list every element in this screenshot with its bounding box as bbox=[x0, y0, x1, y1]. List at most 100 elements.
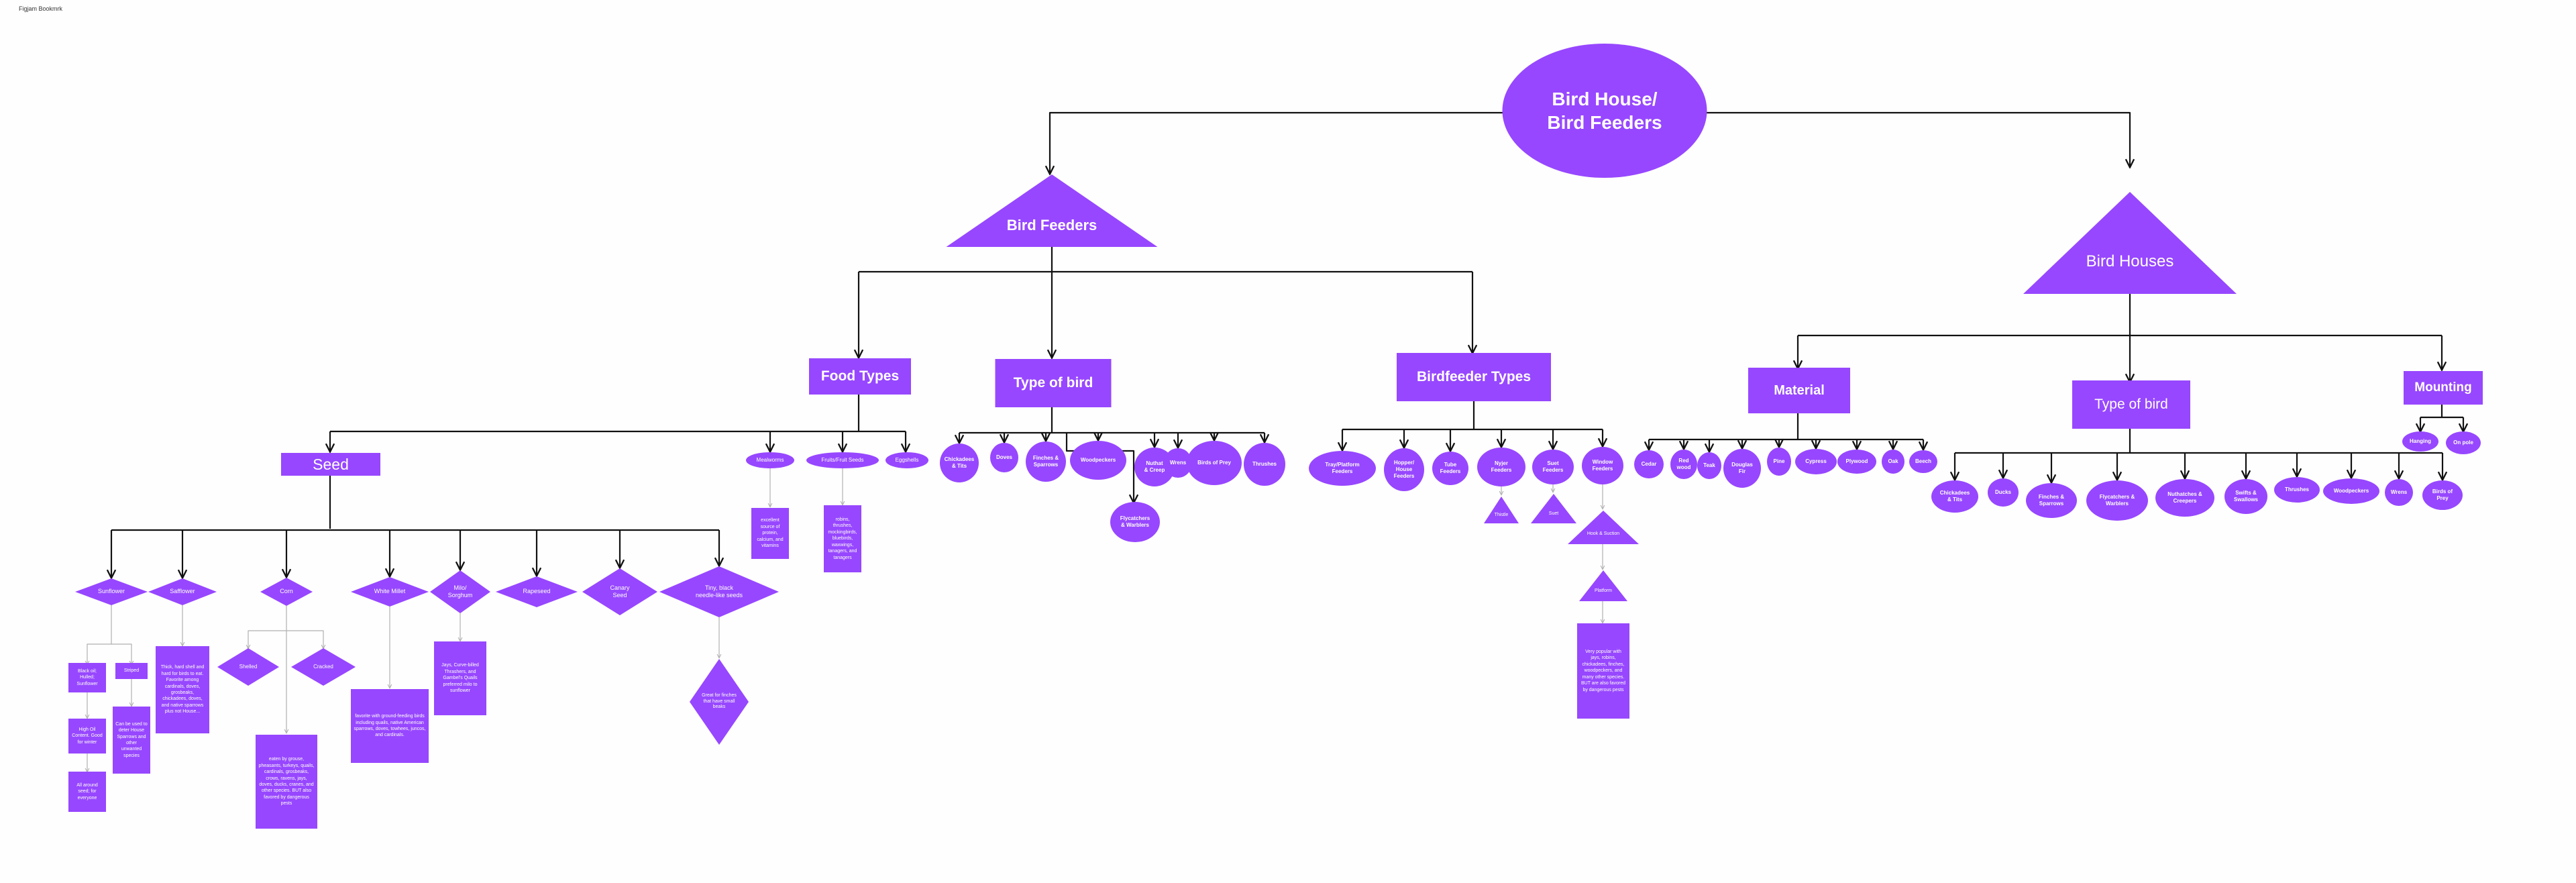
on-pole-ellipse[interactable] bbox=[2446, 431, 2481, 454]
woodpeckers-house-bird-ellipse-label: Woodpeckers bbox=[2333, 488, 2369, 494]
nuthatches-creepers-house-bird-ellipse[interactable] bbox=[2155, 479, 2214, 517]
on-pole-ellipse-label: On pole bbox=[2453, 439, 2473, 446]
cracked-diamond[interactable] bbox=[291, 648, 356, 686]
all-around-box[interactable] bbox=[68, 772, 106, 812]
red-wood-material-ellipse[interactable] bbox=[1670, 450, 1697, 479]
tube-feeders-ellipse[interactable] bbox=[1432, 452, 1468, 485]
bird-feeders-triangle[interactable] bbox=[946, 174, 1158, 247]
milo-desc[interactable] bbox=[434, 641, 486, 715]
doves-feeder-bird-ellipse[interactable] bbox=[990, 443, 1018, 472]
sunflower-diamond[interactable] bbox=[75, 578, 148, 605]
suet-feeders-ellipse[interactable] bbox=[1532, 450, 1574, 484]
black-oil-box[interactable] bbox=[68, 663, 106, 692]
feeders-type-of-bird-box-label: Type of bird bbox=[1013, 374, 1093, 391]
shelled-diamond[interactable] bbox=[217, 648, 279, 686]
birds-of-prey-feeder-bird-ellipse[interactable] bbox=[1187, 441, 1242, 485]
birds-of-prey-feeder-bird-ellipse-label: Birds of Prey bbox=[1197, 460, 1231, 466]
corn-diamond[interactable] bbox=[260, 578, 313, 606]
flycatchers-warblers-feeder-bird-ellipse[interactable] bbox=[1110, 502, 1160, 542]
nyjer-feeders-ellipse[interactable] bbox=[1477, 448, 1525, 486]
chickadees-tits-house-bird-ellipse[interactable] bbox=[1931, 480, 1978, 513]
finches-sparrows-house-bird-ellipse[interactable] bbox=[2026, 483, 2077, 518]
mealworms-ellipse[interactable] bbox=[746, 452, 794, 468]
high-oil-box[interactable] bbox=[68, 719, 106, 754]
fruits-ellipse[interactable] bbox=[806, 452, 879, 468]
striped-box[interactable] bbox=[115, 663, 148, 679]
oak-material-ellipse[interactable] bbox=[1882, 450, 1904, 474]
thrushes-house-bird-ellipse[interactable] bbox=[2274, 477, 2320, 503]
beech-material-ellipse[interactable] bbox=[1909, 450, 1937, 473]
finches-sparrows-feeder-bird-ellipse-label: Finches & Sparrows bbox=[1032, 455, 1059, 468]
mealworms-desc-label: excellent source of protein, calcium, an… bbox=[757, 518, 784, 549]
platform-triangle[interactable] bbox=[1579, 570, 1627, 601]
mealworms-desc[interactable] bbox=[751, 508, 789, 559]
hanging-ellipse[interactable] bbox=[2402, 431, 2438, 452]
feeders-type-of-bird-box[interactable] bbox=[995, 359, 1112, 407]
white-millet-desc[interactable] bbox=[351, 689, 429, 763]
flycatchers-warblers-house-bird-ellipse[interactable] bbox=[2086, 480, 2148, 521]
root-ellipse[interactable] bbox=[1502, 44, 1707, 178]
tray-platform-feeders-ellipse-label: Tray/Platform Feeders bbox=[1325, 462, 1360, 474]
houses-type-of-bird-box[interactable] bbox=[2072, 380, 2190, 429]
milo-diamond[interactable] bbox=[430, 570, 490, 613]
woodpeckers-feeder-bird-ellipse[interactable] bbox=[1070, 441, 1126, 480]
tube-feeders-ellipse-label: Tube Feeders bbox=[1440, 462, 1461, 474]
nuthat-creep-feeder-bird-ellipse[interactable] bbox=[1134, 448, 1175, 486]
connector bbox=[286, 630, 323, 648]
hopper-house-feeders-ellipse[interactable] bbox=[1384, 448, 1424, 491]
pine-material-ellipse[interactable] bbox=[1767, 448, 1791, 476]
corn-desc[interactable] bbox=[256, 735, 317, 829]
douglas-fir-material-ellipse[interactable] bbox=[1723, 449, 1761, 488]
cypress-material-ellipse[interactable] bbox=[1795, 449, 1837, 474]
wrens-house-bird-ellipse-label: Wrens bbox=[2390, 489, 2408, 495]
tray-platform-feeders-ellipse[interactable] bbox=[1309, 451, 1376, 486]
finches-sparrows-house-bird-ellipse-label: Finches & Sparrows bbox=[2038, 494, 2065, 507]
teak-material-ellipse[interactable] bbox=[1697, 452, 1721, 479]
plywood-material-ellipse[interactable] bbox=[1837, 450, 1876, 474]
connector bbox=[87, 605, 112, 664]
canary-diamond[interactable] bbox=[582, 568, 657, 615]
food-types-box[interactable] bbox=[809, 358, 911, 395]
window-feeders-ellipse[interactable] bbox=[1582, 447, 1623, 484]
canvas-title: Figjam Bookmrk bbox=[19, 5, 63, 12]
nyjer-diamond-label: Tiny, black needle-like seeds bbox=[695, 584, 743, 599]
oak-material-ellipse-label: Oak bbox=[1888, 458, 1898, 464]
milo-diamond-label: Milo/ Sorghum bbox=[447, 584, 473, 599]
window-feeder-desc[interactable] bbox=[1577, 623, 1629, 719]
corn-diamond-label: Corn bbox=[280, 588, 293, 595]
thrushes-feeder-bird-ellipse[interactable] bbox=[1244, 443, 1285, 486]
fruits-desc[interactable] bbox=[824, 505, 861, 572]
safflower-desc[interactable] bbox=[156, 646, 209, 733]
rapeseed-diamond-label: Rapeseed bbox=[523, 588, 551, 595]
birdfeeder-types-box[interactable] bbox=[1397, 353, 1551, 401]
cedar-material-ellipse-label: Cedar bbox=[1641, 461, 1657, 467]
mounting-box-label: Mounting bbox=[2414, 380, 2472, 395]
safflower-diamond[interactable] bbox=[148, 578, 217, 605]
finches-sparrows-feeder-bird-ellipse[interactable] bbox=[1026, 442, 1066, 482]
eggshells-ellipse[interactable] bbox=[885, 452, 928, 468]
wrens-feeder-bird-ellipse[interactable] bbox=[1164, 448, 1192, 478]
ducks-house-bird-ellipse[interactable] bbox=[1988, 478, 2019, 507]
swifts-swallows-house-bird-ellipse[interactable] bbox=[2224, 479, 2267, 514]
rapeseed-diamond[interactable] bbox=[496, 576, 578, 607]
striped-desc-box[interactable] bbox=[113, 707, 150, 774]
nyjer-desc-diamond[interactable] bbox=[690, 659, 749, 745]
nyjer-diamond[interactable] bbox=[659, 566, 779, 617]
material-box[interactable] bbox=[1748, 368, 1850, 413]
white-millet-diamond[interactable] bbox=[351, 577, 429, 607]
wrens-house-bird-ellipse[interactable] bbox=[2385, 479, 2413, 506]
hook-suction-triangle[interactable] bbox=[1568, 511, 1639, 544]
bird-houses-triangle[interactable] bbox=[2023, 192, 2237, 294]
thistle-triangle[interactable] bbox=[1484, 497, 1519, 523]
birds-of-prey-house-bird-ellipse[interactable] bbox=[2422, 480, 2463, 510]
nyjer-feeders-ellipse-label: Nyjer Feeders bbox=[1491, 460, 1512, 473]
canary-diamond-label: Canary Seed bbox=[610, 584, 630, 599]
seed-box[interactable] bbox=[281, 453, 380, 476]
woodpeckers-house-bird-ellipse[interactable] bbox=[2323, 478, 2379, 504]
mounting-box[interactable] bbox=[2404, 371, 2483, 405]
suet-triangle[interactable] bbox=[1531, 494, 1576, 523]
chickadees-tits-feeder-bird-ellipse[interactable] bbox=[940, 444, 979, 482]
houses-type-of-bird-box-label: Type of bird bbox=[2094, 396, 2168, 412]
cedar-material-ellipse[interactable] bbox=[1634, 450, 1664, 478]
